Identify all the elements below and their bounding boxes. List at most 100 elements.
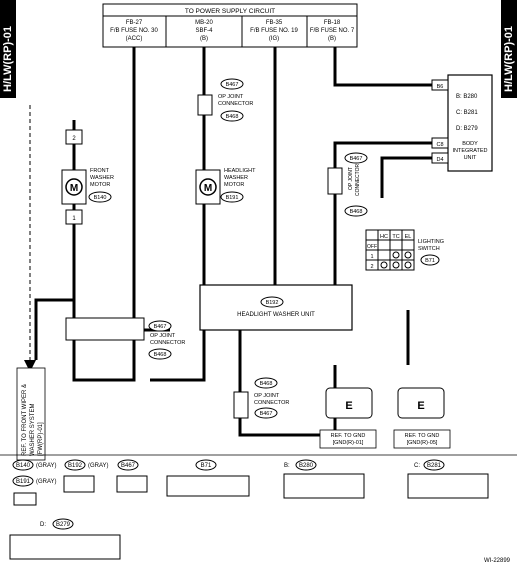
op-joint-connector-bottom: B468 OP JOINT CONNECTOR B467 bbox=[233, 377, 289, 419]
fuse-4-line-2: F/B FUSE NO. 7 bbox=[310, 28, 355, 34]
front-washer-motor-label-3: MOTOR bbox=[90, 182, 110, 188]
headlight-washer-unit-label: HEADLIGHT WASHER UNIT bbox=[237, 312, 315, 318]
svg-text:CONNECTOR: CONNECTOR bbox=[355, 163, 361, 196]
svg-text:B467: B467 bbox=[226, 82, 239, 88]
right-section-tab bbox=[501, 0, 517, 98]
svg-text:OFF: OFF bbox=[367, 244, 377, 250]
svg-text:B468: B468 bbox=[154, 352, 167, 358]
op-joint-connector-left: B467 OP JOINT CONNECTOR B468 bbox=[65, 317, 185, 360]
svg-text:B6: B6 bbox=[437, 84, 444, 90]
body-integrated-unit: B6 C8 D4 B: B280 C: B281 D: B279 BODY IN… bbox=[431, 74, 493, 172]
fuse-1-line-2: F/B FUSE NO. 30 bbox=[110, 28, 158, 34]
fuse-3-line-1: FB-35 bbox=[266, 20, 283, 26]
svg-text:B140: B140 bbox=[16, 463, 31, 469]
svg-text:2: 2 bbox=[370, 264, 373, 270]
svg-text:SWITCH: SWITCH bbox=[418, 246, 440, 252]
fuse-1-line-3: (ACC) bbox=[126, 36, 143, 42]
front-wiper-ref-line-1: REF. TO FRONT WIPER & bbox=[22, 384, 28, 456]
svg-text:REF. TO GND: REF. TO GND bbox=[405, 433, 440, 439]
fuse-2-line-3: (B) bbox=[200, 36, 208, 42]
headlight-washer-motor-connector: B191 bbox=[226, 195, 239, 201]
svg-text:B468: B468 bbox=[260, 381, 273, 387]
left-section-tab bbox=[0, 0, 16, 98]
lighting-switch: HC TC EL OFF 1 2 LIGHTING SWITCH B71 bbox=[365, 229, 444, 271]
ground-1: E REF. TO GND [GND(R)-01] bbox=[319, 387, 377, 449]
svg-text:B281: B281 bbox=[427, 463, 442, 469]
svg-text:INTEGRATED: INTEGRATED bbox=[452, 148, 487, 154]
op-joint-connector-right: B467 OP JOINT CONNECTOR B468 bbox=[327, 152, 368, 217]
svg-text:B467: B467 bbox=[350, 156, 363, 162]
svg-text:C: B281: C: B281 bbox=[456, 110, 478, 116]
footer-code: WI-22899 bbox=[484, 558, 511, 564]
power-supply-box: TO POWER SUPPLY CIRCUIT FB-27 F/B FUSE N… bbox=[102, 3, 358, 48]
fuse-4-line-1: FB-18 bbox=[324, 20, 341, 26]
svg-text:OP JOINT: OP JOINT bbox=[150, 333, 176, 339]
svg-text:B467: B467 bbox=[121, 463, 136, 469]
svg-text:2: 2 bbox=[72, 136, 76, 142]
reference-arrow-head bbox=[24, 360, 36, 372]
svg-text:MOTOR: MOTOR bbox=[224, 182, 244, 188]
svg-text:D: B279: D: B279 bbox=[456, 126, 478, 132]
front-washer-motor-label-1: FRONT bbox=[90, 168, 110, 174]
svg-text:B192: B192 bbox=[68, 463, 83, 469]
headlight-washer-unit: B192 HEADLIGHT WASHER UNIT bbox=[199, 284, 353, 331]
power-supply-title: TO POWER SUPPLY CIRCUIT bbox=[185, 8, 275, 15]
svg-text:B71: B71 bbox=[425, 258, 435, 264]
svg-text:WASHER: WASHER bbox=[224, 175, 248, 181]
svg-text:REF. TO GND: REF. TO GND bbox=[331, 433, 366, 439]
svg-text:CONNECTOR: CONNECTOR bbox=[254, 400, 289, 406]
svg-text:E: E bbox=[417, 400, 424, 412]
front-wiper-ref-line-2: WASHER SYSTEM bbox=[30, 404, 36, 456]
fuse-3-line-2: F/B FUSE NO. 19 bbox=[250, 28, 298, 34]
svg-text:B280: B280 bbox=[299, 463, 314, 469]
svg-text:1: 1 bbox=[370, 254, 373, 260]
front-washer-motor: 2 M 1 FRONT WASHER MOTOR B140 bbox=[61, 129, 114, 225]
fuse-1-line-1: FB-27 bbox=[126, 20, 143, 26]
svg-text:CONNECTOR: CONNECTOR bbox=[218, 101, 253, 107]
svg-text:(GRAY): (GRAY) bbox=[88, 463, 109, 469]
svg-text:B468: B468 bbox=[350, 209, 363, 215]
svg-text:OP JOINT: OP JOINT bbox=[254, 393, 280, 399]
svg-text:[GND(R)-01]: [GND(R)-01] bbox=[333, 440, 364, 446]
svg-text:B:: B: bbox=[284, 463, 290, 469]
fuse-2-line-2: SBF-4 bbox=[195, 28, 213, 34]
svg-text:B467: B467 bbox=[260, 411, 273, 417]
ground-2: E REF. TO GND [GND(R)-05] bbox=[393, 387, 451, 449]
svg-text:E: E bbox=[345, 400, 352, 412]
headlight-washer-motor: M HEADLIGHT WASHER MOTOR B191 bbox=[195, 168, 256, 205]
svg-text:D:: D: bbox=[40, 522, 46, 528]
svg-text:1: 1 bbox=[72, 216, 76, 222]
svg-text:(GRAY): (GRAY) bbox=[36, 479, 57, 485]
svg-text:HC: HC bbox=[380, 234, 388, 240]
front-wiper-ref-line-3: [FW(RP)-01] bbox=[38, 422, 44, 456]
svg-text:TC: TC bbox=[392, 234, 399, 240]
svg-text:LIGHTING: LIGHTING bbox=[418, 239, 444, 245]
svg-text:B71: B71 bbox=[201, 463, 212, 469]
svg-text:B279: B279 bbox=[56, 522, 71, 528]
svg-text:B468: B468 bbox=[226, 114, 239, 120]
front-washer-motor-label-2: WASHER bbox=[90, 175, 114, 181]
svg-text:C:: C: bbox=[414, 463, 420, 469]
svg-text:M: M bbox=[204, 183, 212, 194]
svg-text:BODY: BODY bbox=[462, 141, 478, 147]
connector-legends: B140 (GRAY) B191 (GRAY) B192 (GRAY) B467… bbox=[9, 459, 489, 560]
svg-text:B191: B191 bbox=[16, 479, 31, 485]
left-section-tab-label: H/LW(RP)-01 bbox=[2, 26, 14, 92]
front-wiper-reference: REF. TO FRONT WIPER & WASHER SYSTEM [FW(… bbox=[16, 367, 46, 461]
svg-text:EL: EL bbox=[405, 234, 412, 240]
svg-text:CONNECTOR: CONNECTOR bbox=[150, 340, 185, 346]
svg-text:UNIT: UNIT bbox=[464, 155, 477, 161]
svg-text:M: M bbox=[70, 183, 78, 194]
svg-text:HEADLIGHT: HEADLIGHT bbox=[224, 168, 256, 174]
fuse-3-line-3: (IG) bbox=[269, 36, 279, 42]
svg-text:C8: C8 bbox=[436, 142, 443, 148]
front-washer-motor-connector: B140 bbox=[94, 195, 107, 201]
fuse-2-line-1: MB-20 bbox=[195, 20, 213, 26]
svg-text:B: B280: B: B280 bbox=[456, 94, 478, 100]
fuse-4-line-3: (B) bbox=[328, 36, 336, 42]
svg-text:D4: D4 bbox=[436, 157, 443, 163]
right-section-tab-label: H/LW(RP)-01 bbox=[503, 26, 515, 92]
svg-text:B467: B467 bbox=[154, 324, 167, 330]
op-joint-connector-top: B467 OP JOINT CONNECTOR B468 bbox=[197, 78, 253, 122]
svg-text:OP JOINT: OP JOINT bbox=[348, 167, 354, 190]
